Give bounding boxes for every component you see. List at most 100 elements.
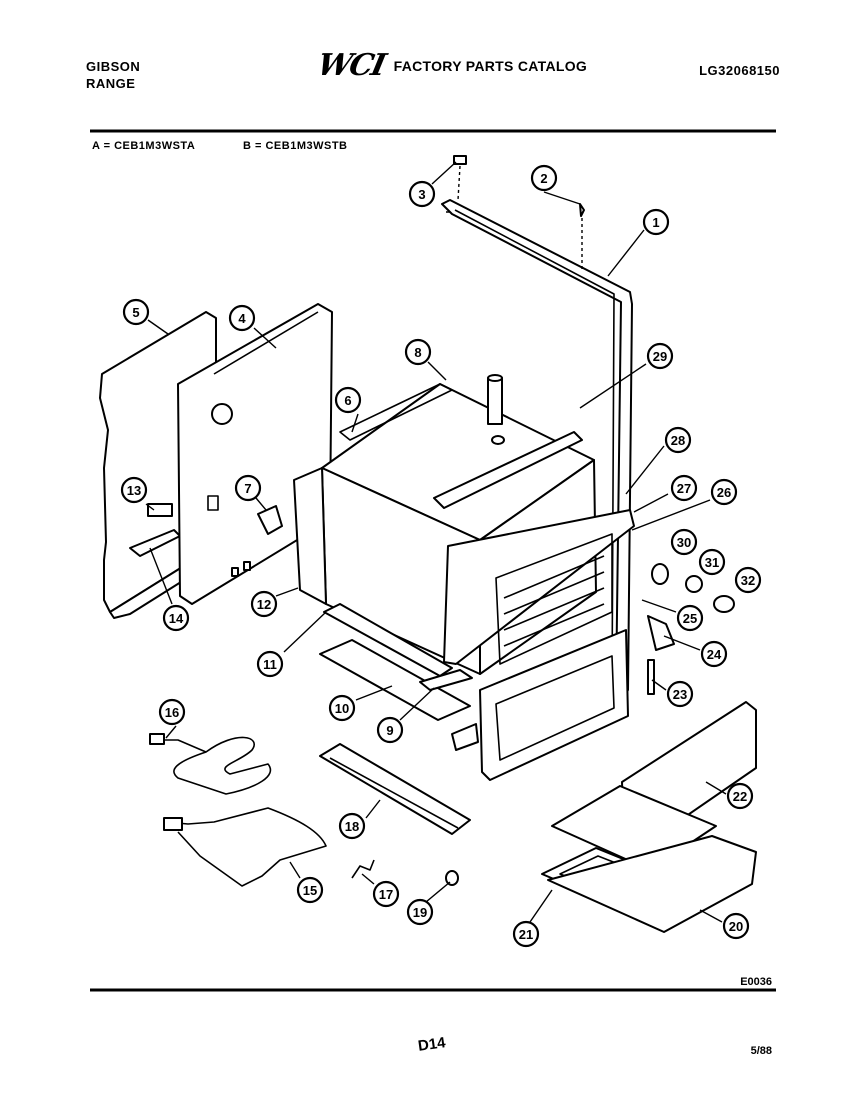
callout-leaders: [145, 161, 727, 923]
part-11-bottom-trim: [323, 603, 453, 677]
callout-21: 21: [512, 920, 540, 948]
part-12-gasket: [293, 467, 327, 605]
svg-text:23: 23: [673, 687, 687, 702]
callout-10: 10: [328, 694, 356, 722]
callout-23: 23: [666, 680, 694, 708]
callout-11: 11: [256, 650, 284, 678]
callout-8: 8: [404, 338, 432, 366]
callout-15: 15: [296, 876, 324, 904]
callout-27: 27: [670, 474, 698, 502]
svg-text:24: 24: [707, 647, 722, 662]
callout-17: 17: [372, 880, 400, 908]
model-variant-a: A = CEB1M3WSTA: [92, 140, 196, 152]
svg-text:4: 4: [238, 311, 246, 326]
svg-text:6: 6: [344, 393, 351, 408]
callout-26: 26: [710, 478, 738, 506]
svg-text:17: 17: [379, 887, 393, 902]
callout-20: 20: [722, 912, 750, 940]
callout-12: 12: [250, 590, 278, 618]
catalog-header: WCI FACTORY PARTS CATALOG: [314, 48, 588, 83]
part-24-hinge: [647, 615, 675, 651]
part-23-spring: [647, 659, 655, 695]
svg-text:14: 14: [169, 611, 184, 626]
part-3-screw: [453, 155, 467, 201]
svg-text:26: 26: [717, 485, 731, 500]
callout-25: 25: [676, 604, 704, 632]
callout-7: 7: [234, 474, 262, 502]
callout-2: 2: [530, 164, 558, 192]
svg-text:30: 30: [677, 535, 691, 550]
part-2-screw: [579, 203, 585, 270]
oven-door: [479, 629, 629, 781]
part-13-clip: [147, 503, 173, 517]
part-7-gasket: [257, 505, 283, 535]
svg-text:32: 32: [741, 573, 755, 588]
oven-rack-frame: [443, 509, 635, 665]
callout-24: 24: [700, 640, 728, 668]
svg-text:15: 15: [303, 883, 317, 898]
svg-text:31: 31: [705, 555, 719, 570]
svg-text:8: 8: [414, 345, 421, 360]
vent-tube: [487, 377, 503, 425]
part-9-strip: [419, 669, 473, 691]
part-17-clip: [351, 859, 375, 879]
svg-text:29: 29: [653, 349, 667, 364]
part-32-knob: [713, 595, 735, 613]
svg-text:20: 20: [729, 919, 743, 934]
part-18-bracket: [319, 743, 471, 835]
catalog-title: FACTORY PARTS CATALOG: [393, 57, 588, 74]
svg-text:18: 18: [345, 819, 359, 834]
callout-4: 4: [228, 304, 256, 332]
svg-text:11: 11: [263, 657, 277, 672]
part-15-broil-element: [163, 807, 327, 887]
part-6-insulation: [339, 383, 453, 441]
svg-text:13: 13: [127, 483, 141, 498]
callout-32: 32: [734, 566, 762, 594]
callout-19: 19: [406, 898, 434, 926]
svg-text:22: 22: [733, 789, 747, 804]
callout-30: 30: [670, 528, 698, 556]
svg-text:16: 16: [165, 705, 179, 720]
svg-text:25: 25: [683, 611, 697, 626]
callout-18: 18: [338, 812, 366, 840]
svg-text:21: 21: [519, 927, 533, 942]
callout-13: 13: [120, 476, 148, 504]
svg-text:3: 3: [418, 187, 425, 202]
part-29-trim: [433, 431, 583, 509]
catalog-number: LG32068150: [699, 63, 780, 78]
callout-28: 28: [664, 426, 692, 454]
part-19-nut: [445, 870, 459, 886]
callout-3: 3: [408, 180, 436, 208]
callout-29: 29: [646, 342, 674, 370]
svg-text:2: 2: [540, 171, 547, 186]
callout-9: 9: [376, 716, 404, 744]
svg-text:5: 5: [132, 305, 139, 320]
brand-block: GIBSON RANGE: [86, 58, 140, 92]
callout-14: 14: [162, 604, 190, 632]
svg-text:12: 12: [257, 597, 271, 612]
model-variant-b: B = CEB1M3WSTB: [243, 140, 348, 152]
figure-code: E0036: [740, 976, 772, 988]
product-type: RANGE: [86, 76, 136, 91]
callout-5: 5: [122, 298, 150, 326]
callout-16: 16: [158, 698, 186, 726]
svg-text:9: 9: [386, 723, 393, 738]
callout-31: 31: [698, 548, 726, 576]
svg-text:27: 27: [677, 481, 691, 496]
part-31-knob-insert: [685, 575, 703, 593]
part-16-bake-element: [149, 733, 271, 795]
brand-name: GIBSON: [86, 59, 141, 74]
svg-text:28: 28: [671, 433, 685, 448]
revision-date: 5/88: [750, 1045, 772, 1057]
svg-text:1: 1: [652, 215, 659, 230]
svg-text:10: 10: [335, 701, 349, 716]
svg-text:19: 19: [413, 905, 427, 920]
callout-1: 1: [642, 208, 670, 236]
part-10-bottom-panel: [319, 603, 479, 751]
svg-text:7: 7: [244, 481, 251, 496]
part-20-broil-pan: [547, 835, 757, 933]
part-30-knob-ring: [651, 563, 669, 585]
callout-6: 6: [334, 386, 362, 414]
callout-22: 22: [726, 782, 754, 810]
